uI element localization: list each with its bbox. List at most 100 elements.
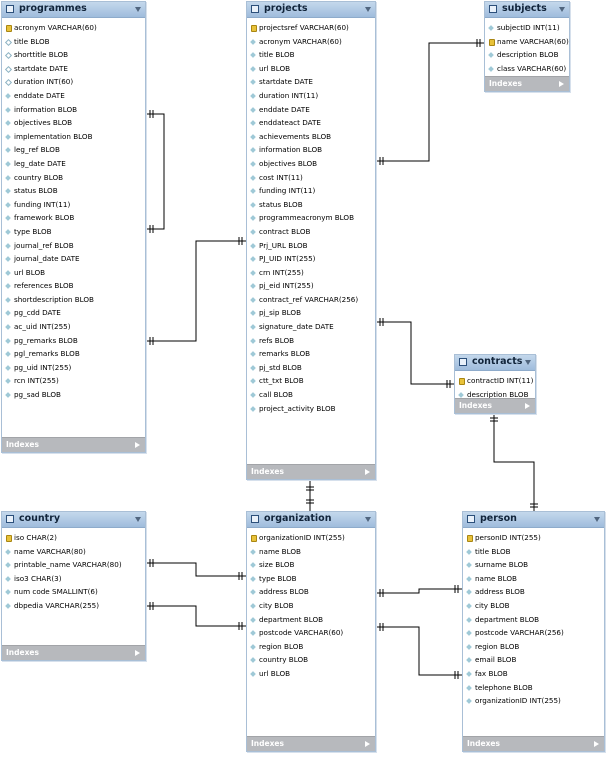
column-row[interactable]: Prj_URL BLOB (247, 239, 375, 253)
column-row[interactable]: address BLOB (463, 585, 604, 599)
table-organization[interactable]: organization organizationID INT(255)name… (246, 511, 376, 752)
column-row[interactable]: contract_ref VARCHAR(256) (247, 293, 375, 307)
column-row[interactable]: objectives BLOB (247, 157, 375, 171)
column-row[interactable]: department BLOB (247, 613, 375, 627)
column-row[interactable]: region BLOB (247, 640, 375, 654)
column-row[interactable]: leg_ref BLOB (2, 143, 145, 157)
column-row[interactable]: description BLOB (485, 48, 569, 62)
column-row[interactable]: projectsref VARCHAR(60) (247, 21, 375, 35)
column-row[interactable]: postcode VARCHAR(256) (463, 626, 604, 640)
indexes-bar[interactable]: Indexes (485, 76, 569, 91)
table-contracts[interactable]: contracts contractID INT(11)description … (454, 354, 536, 414)
indexes-bar[interactable]: Indexes (2, 437, 145, 452)
collapse-triangle-icon[interactable] (135, 7, 141, 12)
indexes-bar[interactable]: Indexes (247, 736, 375, 751)
column-row[interactable]: size BLOB (247, 558, 375, 572)
column-row[interactable]: country BLOB (2, 171, 145, 185)
table-header[interactable]: organization (247, 512, 375, 528)
table-header[interactable]: projects (247, 2, 375, 18)
column-row[interactable]: description BLOB (455, 388, 535, 402)
collapse-triangle-icon[interactable] (559, 7, 565, 12)
column-row[interactable]: pg_cdd DATE (2, 306, 145, 320)
collapse-triangle-icon[interactable] (525, 360, 531, 365)
expand-triangle-icon[interactable] (559, 81, 564, 87)
column-row[interactable]: remarks BLOB (247, 347, 375, 361)
column-row[interactable]: iso3 CHAR(3) (2, 572, 145, 586)
column-row[interactable]: printable_name VARCHAR(80) (2, 558, 145, 572)
table-header[interactable]: subjects (485, 2, 569, 18)
column-row[interactable]: title BLOB (247, 48, 375, 62)
collapse-triangle-icon[interactable] (135, 517, 141, 522)
column-row[interactable]: url BLOB (247, 62, 375, 76)
column-row[interactable]: ctt_txt BLOB (247, 374, 375, 388)
column-row[interactable]: programmeacronym BLOB (247, 211, 375, 225)
column-row[interactable]: acronym VARCHAR(60) (247, 35, 375, 49)
table-header[interactable]: contracts (455, 355, 535, 371)
column-row[interactable]: startdate DATE (247, 75, 375, 89)
column-row[interactable]: funding INT(11) (2, 198, 145, 212)
collapse-triangle-icon[interactable] (365, 517, 371, 522)
column-row[interactable]: pg_sad BLOB (2, 388, 145, 402)
column-row[interactable]: implementation BLOB (2, 130, 145, 144)
column-row[interactable]: achievements BLOB (247, 130, 375, 144)
column-row[interactable]: city BLOB (247, 599, 375, 613)
column-row[interactable]: acronym VARCHAR(60) (2, 21, 145, 35)
column-row[interactable]: enddate DATE (2, 89, 145, 103)
column-row[interactable]: pg_uid INT(255) (2, 361, 145, 375)
column-row[interactable]: email BLOB (463, 653, 604, 667)
column-row[interactable]: pgl_remarks BLOB (2, 347, 145, 361)
column-row[interactable]: funding INT(11) (247, 184, 375, 198)
column-row[interactable]: pj_eid INT(255) (247, 279, 375, 293)
column-row[interactable]: telephone BLOB (463, 681, 604, 695)
column-row[interactable]: objectives BLOB (2, 116, 145, 130)
column-row[interactable]: city BLOB (463, 599, 604, 613)
column-row[interactable]: leg_date DATE (2, 157, 145, 171)
column-row[interactable]: enddateact DATE (247, 116, 375, 130)
column-row[interactable]: department BLOB (463, 613, 604, 627)
collapse-triangle-icon[interactable] (594, 517, 600, 522)
column-row[interactable]: status BLOB (247, 198, 375, 212)
column-row[interactable]: name BLOB (247, 545, 375, 559)
column-row[interactable]: references BLOB (2, 279, 145, 293)
column-row[interactable]: call BLOB (247, 388, 375, 402)
column-row[interactable]: crn INT(255) (247, 266, 375, 280)
column-row[interactable]: journal_date DATE (2, 252, 145, 266)
column-row[interactable]: pg_remarks BLOB (2, 334, 145, 348)
column-row[interactable]: name VARCHAR(80) (2, 545, 145, 559)
column-row[interactable]: duration INT(60) (2, 75, 145, 89)
expand-triangle-icon[interactable] (594, 741, 599, 747)
column-row[interactable]: journal_ref BLOB (2, 239, 145, 253)
column-row[interactable]: organizationID INT(255) (247, 531, 375, 545)
column-row[interactable]: dbpedia VARCHAR(255) (2, 599, 145, 613)
column-row[interactable]: signature_date DATE (247, 320, 375, 334)
column-row[interactable]: ac_uid INT(255) (2, 320, 145, 334)
column-row[interactable]: pj_sip BLOB (247, 306, 375, 320)
column-row[interactable]: status BLOB (2, 184, 145, 198)
column-row[interactable]: shorttitle BLOB (2, 48, 145, 62)
expand-triangle-icon[interactable] (525, 403, 530, 409)
column-row[interactable]: type BLOB (247, 572, 375, 586)
column-row[interactable]: rcn INT(255) (2, 374, 145, 388)
table-subjects[interactable]: subjects subjectID INT(11)name VARCHAR(6… (484, 1, 570, 92)
table-country[interactable]: country iso CHAR(2)name VARCHAR(80)print… (1, 511, 146, 661)
column-row[interactable]: subjectID INT(11) (485, 21, 569, 35)
column-row[interactable]: contractID INT(11) (455, 374, 535, 388)
expand-triangle-icon[interactable] (365, 741, 370, 747)
table-header[interactable]: person (463, 512, 604, 528)
column-row[interactable]: name BLOB (463, 572, 604, 586)
column-row[interactable]: PJ_UID INT(255) (247, 252, 375, 266)
indexes-bar[interactable]: Indexes (2, 645, 145, 660)
collapse-triangle-icon[interactable] (365, 7, 371, 12)
column-row[interactable]: cost INT(11) (247, 171, 375, 185)
column-row[interactable]: region BLOB (463, 640, 604, 654)
table-header[interactable]: country (2, 512, 145, 528)
column-row[interactable]: country BLOB (247, 653, 375, 667)
table-header[interactable]: programmes (2, 2, 145, 18)
column-row[interactable]: surname BLOB (463, 558, 604, 572)
column-row[interactable]: shortdescription BLOB (2, 293, 145, 307)
column-row[interactable]: project_activity BLOB (247, 402, 375, 416)
column-row[interactable]: address BLOB (247, 585, 375, 599)
column-row[interactable]: organizationID INT(255) (463, 694, 604, 708)
table-programmes[interactable]: programmes acronym VARCHAR(60)title BLOB… (1, 1, 146, 453)
